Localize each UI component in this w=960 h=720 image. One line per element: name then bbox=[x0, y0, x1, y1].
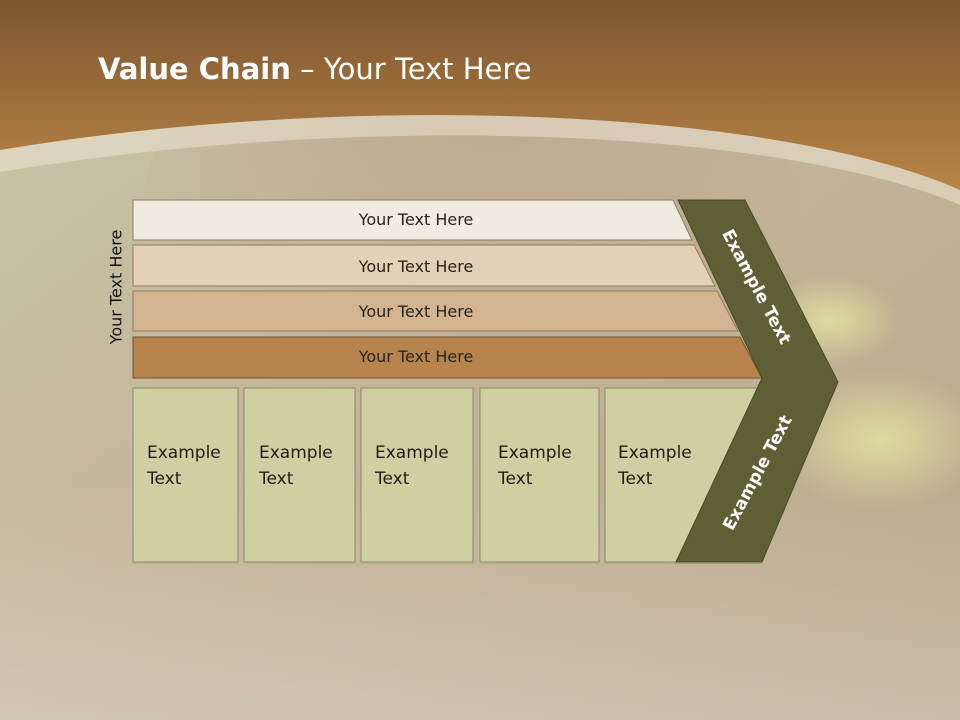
bar-1-shape bbox=[132, 199, 693, 241]
bar-1-label: Your Text Here bbox=[358, 210, 474, 229]
column-3-line1: Example bbox=[375, 443, 449, 463]
column-4-box bbox=[479, 387, 600, 563]
svg-text:ExampleText: ExampleText bbox=[258, 443, 333, 489]
column-1-line1: Example bbox=[147, 443, 221, 463]
bar-4-label: Your Text Here bbox=[358, 347, 474, 366]
reflection-col-2-line2: Text bbox=[258, 637, 294, 657]
column-3-box bbox=[360, 387, 474, 563]
column-1-box bbox=[132, 387, 239, 563]
bar-2[interactable]: Your Text Here bbox=[132, 244, 716, 287]
bar-1[interactable]: Your Text Here bbox=[132, 199, 693, 241]
column-4-line1: Example bbox=[498, 443, 572, 463]
svg-text:ExampleText: Example Text bbox=[617, 637, 692, 683]
reflection-col-5-line1: Example bbox=[618, 663, 692, 683]
chevron-shape bbox=[675, 199, 839, 563]
column-3-line2: Text bbox=[374, 469, 410, 489]
svg-text:ExampleText: Example Text bbox=[258, 637, 333, 683]
reflection-col-1-line1: Example bbox=[147, 663, 221, 683]
column-2-line2: Text bbox=[258, 469, 294, 489]
column-5-line2: Text bbox=[617, 469, 653, 489]
reflection-chevron bbox=[675, 563, 829, 720]
title-rest: – Your Text Here bbox=[290, 52, 532, 86]
bar-3-label: Your Text Here bbox=[358, 302, 474, 321]
reflection-col-4-line1: Example bbox=[498, 663, 572, 683]
reflection: Example Text Example Text Example Text Exam… bbox=[132, 563, 829, 720]
reflection-col-2 bbox=[243, 563, 356, 720]
reflection-col-4 bbox=[479, 563, 600, 720]
column-5-line1: Example bbox=[618, 443, 692, 463]
bar-2-shape bbox=[132, 244, 716, 287]
reflection-col-2-line1: Example bbox=[259, 663, 333, 683]
reflection-col-1-line2: Text bbox=[146, 637, 182, 657]
column-4-line2: Text bbox=[497, 469, 533, 489]
svg-text:ExampleText: ExampleText bbox=[374, 443, 449, 489]
bar-3-shape bbox=[132, 290, 739, 332]
reflection-col-4-line2: Text bbox=[497, 637, 533, 657]
bar-stack: Your Text Here Your Text Here Your Text … bbox=[132, 199, 763, 379]
svg-text:ExampleText: ExampleText bbox=[146, 443, 221, 489]
bar-4[interactable]: Your Text Here bbox=[132, 336, 763, 379]
svg-text:ExampleText: Example Text bbox=[146, 637, 221, 683]
bar-2-label: Your Text Here bbox=[358, 257, 474, 276]
reflection-col-3-line2: Text bbox=[374, 637, 410, 657]
column-2-line1: Example bbox=[259, 443, 333, 463]
column-1-line2: Text bbox=[146, 469, 182, 489]
column-2-box bbox=[243, 387, 356, 563]
reflection-col-3-line1: Example bbox=[375, 663, 449, 683]
title-bold: Value Chain bbox=[98, 52, 291, 86]
reflection-col-5-line2: Text bbox=[617, 637, 653, 657]
reflection-col-1 bbox=[132, 563, 239, 720]
svg-text:ExampleText: Example Text bbox=[374, 637, 449, 683]
reflection-col-3 bbox=[360, 563, 474, 720]
svg-text:ExampleText: Example Text bbox=[497, 637, 572, 683]
bar-3[interactable]: Your Text Here bbox=[132, 290, 739, 332]
slide-title: Value Chain – Your Text Here bbox=[98, 52, 532, 86]
svg-text:ExampleText: ExampleText bbox=[497, 443, 572, 489]
svg-text:ExampleText: ExampleText bbox=[617, 443, 692, 489]
